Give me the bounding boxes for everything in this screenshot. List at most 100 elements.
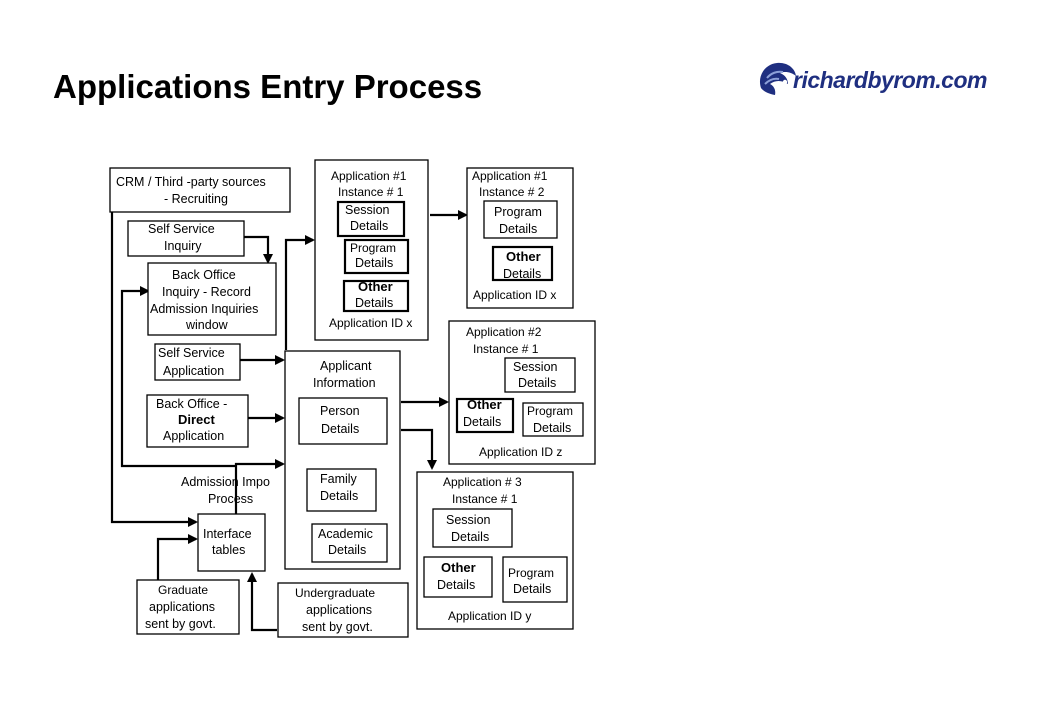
arrow-graduate-to-interface: [156, 534, 198, 580]
app1i1-other-line1: Other: [358, 279, 393, 294]
ssa-line1: Self Service: [158, 346, 225, 360]
app2-session-box: [504, 357, 576, 393]
app1i1-session-line2: Details: [350, 219, 388, 233]
undergraduate-applications-box: Undergraduate applications sent by govt.: [277, 582, 409, 638]
app2-session-line1: Session: [513, 360, 558, 374]
arrow-applicant-to-app3: [401, 428, 437, 470]
app2-program-line1: Program: [527, 404, 573, 418]
app1i2-footer: Application ID x: [473, 288, 556, 302]
app3-program-box: [502, 556, 568, 603]
app1i2-program-line2: Details: [499, 222, 537, 236]
application-1-instance-1-box: Application #1 Instance # 1 Session Deta…: [314, 159, 429, 341]
app1i2-other-box: [491, 245, 554, 282]
app1i1-line2: Instance # 1: [338, 185, 404, 199]
app3-footer: Application ID y: [448, 609, 531, 623]
app1i1-session-box: [336, 200, 406, 238]
app3-other-box: [423, 556, 493, 598]
ugrad-line1: Undergraduate: [295, 586, 375, 600]
application-1-instance-2-box: Application #1 Instance # 2 Program Deta…: [466, 167, 574, 309]
app1i1-program-line1: Program: [350, 241, 396, 255]
app2-program-line2: Details: [533, 421, 571, 435]
boi-line4: window: [185, 318, 229, 332]
logo-text: richardbyrom.com: [793, 67, 987, 93]
app3-program-line1: Program: [508, 566, 554, 580]
app1i2-other-line1: Other: [506, 249, 541, 264]
boi-line1: Back Office: [172, 268, 236, 282]
app1i1-program-box: [343, 238, 410, 275]
crm-line1: CRM / Third -party sources: [116, 175, 266, 189]
app2-program-box: [522, 402, 584, 437]
app1i1-other-line2: Details: [355, 296, 393, 310]
app1i2-program-line1: Program: [494, 205, 542, 219]
crm-line2: - Recruiting: [164, 192, 228, 206]
app2-other-box: [455, 397, 515, 434]
arrow-to-app1: [284, 235, 315, 350]
family-line2: Details: [320, 489, 358, 503]
bod-line3: Application: [163, 429, 224, 443]
ssi-line1: Self Service: [148, 222, 215, 236]
applicant-line2: Information: [313, 376, 376, 390]
lion-head-logo-icon: [759, 62, 796, 95]
app2-line1: Application #2: [466, 325, 542, 339]
app3-session-line1: Session: [446, 513, 491, 527]
admission-import-line1: Admission Impo: [181, 475, 270, 489]
app1i1-footer: Application ID x: [329, 316, 412, 330]
app1i2-line1: Application #1: [472, 169, 548, 183]
page-title: Applications Entry Process: [53, 68, 483, 105]
app3-session-box: [432, 508, 513, 548]
boi-line3: Admission Inquiries: [150, 302, 258, 316]
ssi-line2: Inquiry: [164, 239, 202, 253]
app3-line2: Instance # 1: [452, 492, 518, 506]
person-details-box: [298, 397, 388, 445]
app1i2-other-line2: Details: [503, 267, 541, 281]
bod-line1: Back Office -: [156, 397, 227, 411]
arrow-crm-to-interface: [110, 210, 198, 527]
application-3-instance-1-box: Application # 3 Instance # 1 Session Det…: [416, 471, 574, 630]
person-line1: Person: [320, 404, 360, 418]
applicant-line1: Applicant: [320, 359, 372, 373]
bod-line2: Direct: [178, 412, 216, 427]
app1i1-other-box: [342, 279, 410, 313]
app2-other-line1: Other: [467, 397, 502, 412]
arrow-undergrad-to-interface: [247, 572, 277, 632]
grad-line2: applications: [149, 600, 215, 614]
arrow-interface-to-applicant: [234, 459, 285, 514]
app1i1-line1: Application #1: [331, 169, 407, 183]
connectors: [110, 210, 468, 632]
app2-footer: Application ID z: [479, 445, 562, 459]
interface-tables-box: Interface tables: [197, 513, 266, 572]
grad-line3: sent by govt.: [145, 617, 216, 631]
self-service-inquiry-box: Self Service Inquiry: [127, 220, 245, 257]
interface-line2: tables: [212, 543, 245, 557]
app1i2-line2: Instance # 2: [479, 185, 545, 199]
brand-logo: richardbyrom.com: [755, 58, 1035, 106]
app3-session-line2: Details: [451, 530, 489, 544]
ssa-line2: Application: [163, 364, 224, 378]
app3-program-line2: Details: [513, 582, 551, 596]
grad-line1: Graduate: [158, 583, 208, 597]
academic-line2: Details: [328, 543, 366, 557]
academic-details-box: [311, 523, 388, 563]
crm-box: CRM / Third -party sources - Recruiting: [109, 167, 291, 213]
app3-line1: Application # 3: [443, 475, 522, 489]
app2-session-line2: Details: [518, 376, 556, 390]
family-line1: Family: [320, 472, 358, 486]
back-office-direct-box: Back Office - Direct Application: [146, 394, 249, 448]
academic-line1: Academic: [318, 527, 373, 541]
app2-other-line2: Details: [463, 415, 501, 429]
person-line2: Details: [321, 422, 359, 436]
app1i1-program-line2: Details: [355, 256, 393, 270]
arrow-ssi-to-backoffice: [244, 235, 273, 264]
app3-other-line1: Other: [441, 560, 476, 575]
boi-line2: Inquiry - Record: [162, 285, 251, 299]
graduate-applications-box: Graduate applications sent by govt.: [136, 579, 240, 635]
admission-import-line2: Process: [208, 492, 253, 506]
family-details-box: [306, 468, 377, 512]
application-2-instance-1-box: Application #2 Instance # 1 Session Deta…: [448, 320, 596, 465]
app1i1-session-line1: Session: [345, 203, 390, 217]
arrow-import-to-backoffice: [120, 286, 236, 468]
ugrad-line2: applications: [306, 603, 372, 617]
self-service-application-box: Self Service Application: [154, 343, 241, 381]
applicant-information-box: Applicant Information Person Details Fam…: [284, 350, 401, 570]
